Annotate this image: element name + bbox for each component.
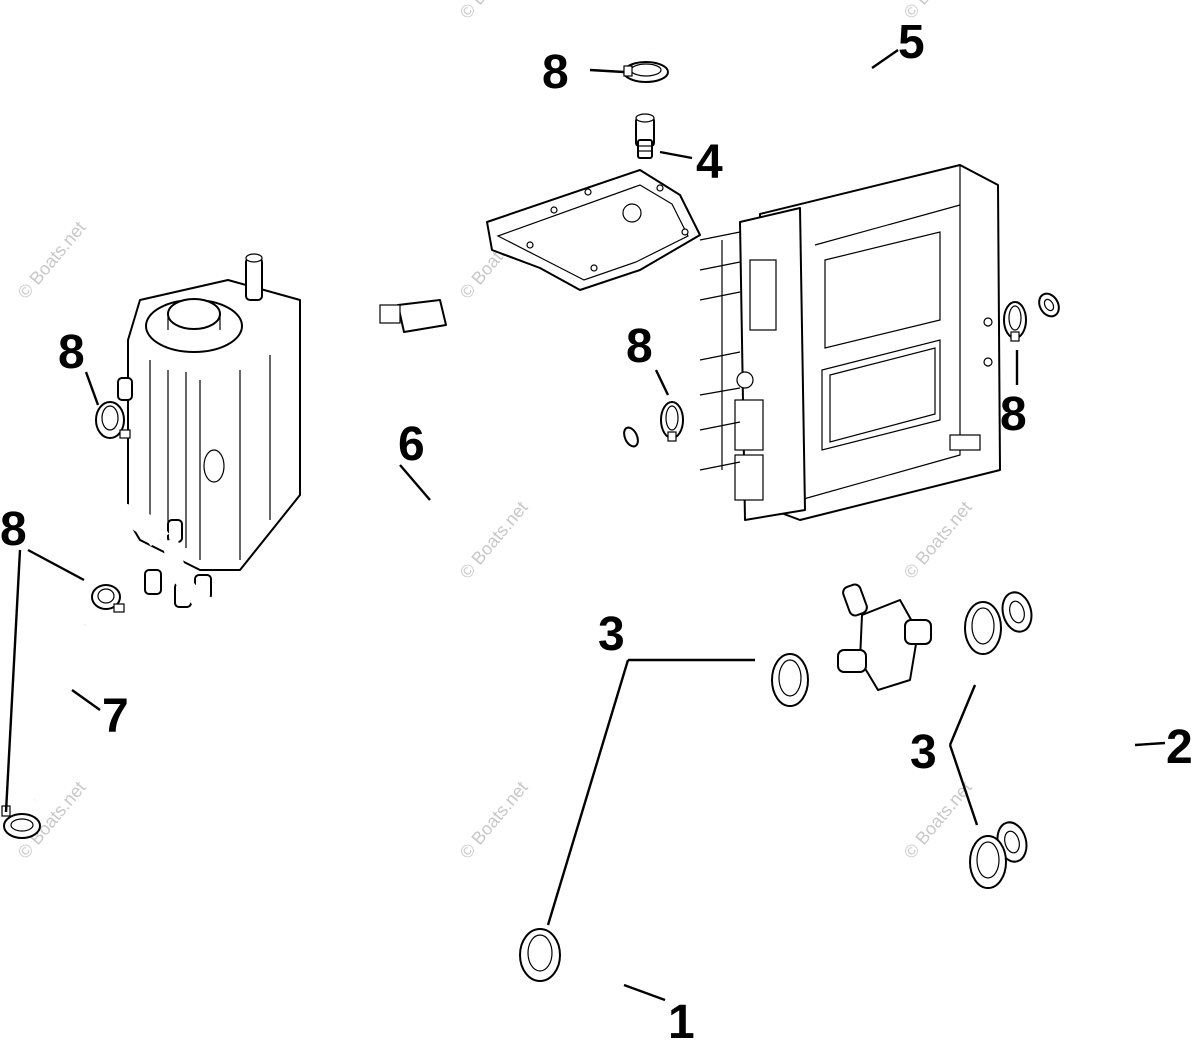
cover-plate (486, 169, 701, 291)
vapor-unit (117, 253, 447, 608)
engine-module (699, 164, 1001, 521)
callout-8-top: 8 (542, 46, 569, 99)
clamps (1, 61, 1027, 982)
watermark-lower-center: © Boats.net (456, 777, 532, 862)
hose-1 (430, 672, 761, 1024)
callout-2: 2 (1166, 721, 1193, 774)
callout-3-right: 3 (910, 726, 937, 779)
t-fitting (837, 583, 932, 691)
callout-8-right: 8 (1000, 388, 1027, 441)
leader-lines (4, 49, 1166, 1002)
callout-1: 1 (668, 996, 695, 1049)
hose-5 (642, 3, 1067, 318)
watermark-top: © Boats.net (456, 0, 532, 23)
callout-6: 6 (398, 418, 425, 471)
hose-2 (996, 575, 1139, 897)
watermark-center-right: © Boats.net (900, 497, 976, 582)
fitting-4 (635, 113, 655, 159)
callout-3-center: 3 (598, 608, 625, 661)
callout-5: 5 (898, 16, 925, 69)
hose-left-loop (55, 418, 170, 547)
hose-7 (23, 612, 92, 809)
callout-8-lower-left: 8 (0, 503, 27, 556)
callouts: 8 5 4 8 8 8 6 8 7 3 3 2 1 (0, 16, 1193, 1049)
callout-7: 7 (102, 690, 129, 743)
callout-4: 4 (696, 136, 723, 189)
hose-6 (162, 426, 639, 618)
callout-8-mid: 8 (626, 320, 653, 373)
watermark-left: © Boats.net (14, 217, 90, 302)
callout-8-upper-left: 8 (58, 326, 85, 379)
